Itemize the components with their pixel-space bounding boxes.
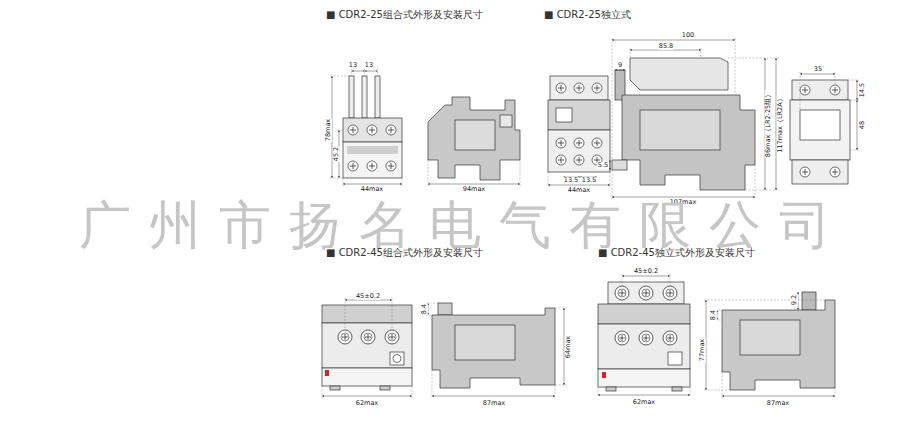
- relay-side-view: [426, 303, 567, 398]
- relay-side-view: [610, 38, 780, 199]
- dimension-label: 9.2: [791, 294, 798, 306]
- dimension-label: 44max: [360, 186, 384, 193]
- relay-front-view: [322, 298, 412, 398]
- dimension-label: 44max: [567, 187, 591, 194]
- dimension-label: 85.8: [658, 43, 674, 50]
- dimension-label: 48: [859, 120, 866, 130]
- relay-side-view: [704, 292, 835, 398]
- dimension-label: 45±0.2: [633, 268, 659, 275]
- dimension-label: 13: [364, 62, 374, 69]
- dimension-label: 64max: [565, 335, 572, 359]
- section-heading: ■ CDR2-45独立式外形及安装尺寸: [597, 248, 756, 258]
- dimension-label: 45.2: [333, 146, 340, 162]
- relay-front-view: [598, 274, 690, 397]
- dimension-label: 117max（LR2A）: [777, 94, 784, 153]
- relay-side-view: [428, 97, 520, 186]
- dimension-label: 87max: [482, 400, 506, 407]
- dimension-label: 8.4: [710, 309, 717, 321]
- dimension-label: 94max: [462, 186, 486, 193]
- dimension-label: 9: [617, 62, 623, 69]
- section-heading: ■ CDR2-25组合式外形及安装尺寸: [325, 10, 484, 20]
- dimension-label: 35: [813, 66, 823, 73]
- relay-front-view: [330, 68, 402, 186]
- dimension-label: 100: [681, 32, 695, 39]
- dimension-label: 62max: [632, 399, 656, 406]
- dimension-label: 13.5: [563, 177, 579, 184]
- relay-front-view: [548, 76, 610, 187]
- dimension-label: 14.5: [859, 82, 866, 98]
- section-heading: ■ CDR2-45组合式外形及安装尺寸: [325, 248, 484, 258]
- section-heading: ■ CDR2-25独立式: [543, 10, 632, 20]
- dimension-label: 5.5: [597, 162, 609, 169]
- dimension-label: 62max: [355, 400, 379, 407]
- dimension-label: 13.5: [581, 177, 597, 184]
- dimension-label: 13: [348, 62, 358, 69]
- watermark: 广州市扬名电气有限公司: [78, 199, 850, 251]
- dimension-label: 87max: [766, 400, 790, 407]
- dimension-label: 78max: [325, 118, 332, 142]
- dimension-label: 77max: [699, 338, 706, 362]
- contactor-front-view: [790, 72, 859, 184]
- dimension-label: 86max（LR2-25组）: [765, 90, 772, 158]
- dimension-label: 8.4: [421, 303, 428, 315]
- dimension-label: 45±0.2: [355, 293, 381, 300]
